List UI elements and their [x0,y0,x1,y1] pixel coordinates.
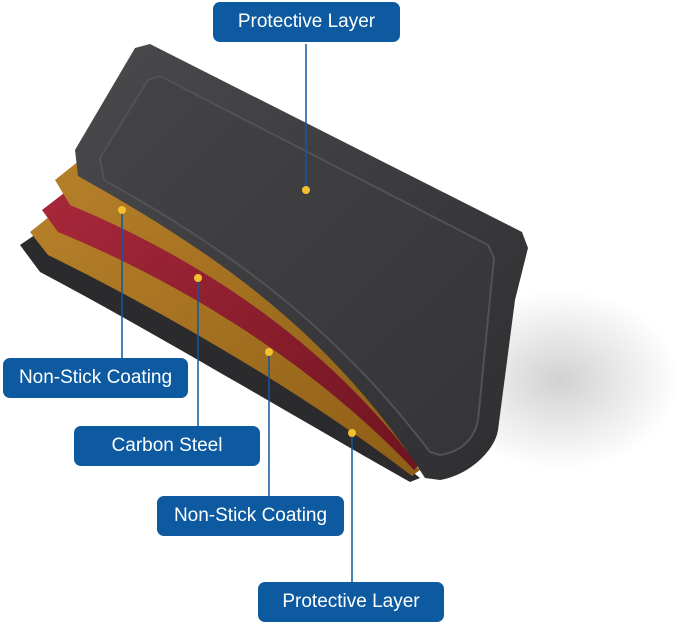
label-non-stick-coating-upper: Non-Stick Coating [3,358,188,398]
label-non-stick-coating-lower: Non-Stick Coating [157,496,344,536]
non-stick-coating-lower [30,212,420,476]
label-protective-layer-top: Protective Layer [213,2,400,42]
pan-cooking-surface [98,74,496,457]
marker-dot-bottom [348,429,356,437]
carbon-steel-layer [42,190,422,470]
non-stick-coating-upper [55,160,424,463]
marker-dot-non-stick-lower [265,348,273,356]
marker-dots [118,186,356,437]
label-protective-layer-bottom: Protective Layer [258,582,444,622]
protective-layer-bottom [20,230,420,482]
marker-dot-non-stick-upper [118,206,126,214]
marker-dot-top [302,186,310,194]
marker-dot-carbon-steel [194,274,202,282]
leader-lines [121,44,353,582]
label-carbon-steel: Carbon Steel [74,426,260,466]
